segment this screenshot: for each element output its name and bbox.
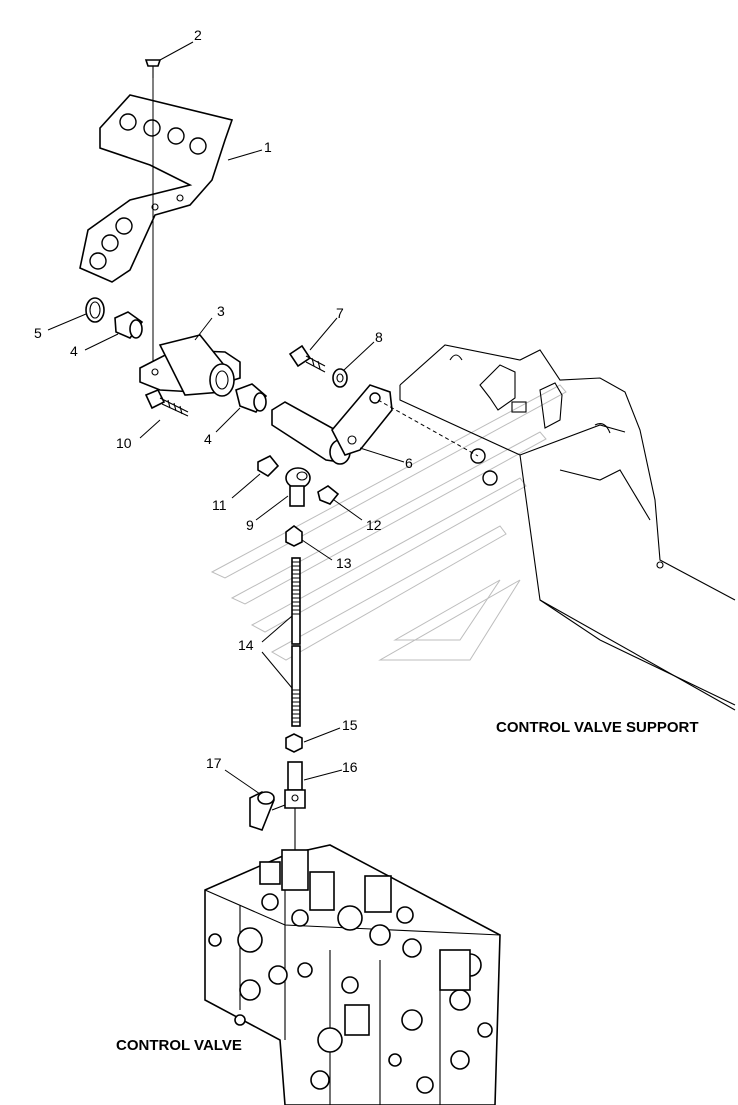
callout-5: 5 xyxy=(34,325,42,341)
callout-2: 2 xyxy=(194,27,202,43)
callout-17: 17 xyxy=(206,755,222,771)
part-13-nut xyxy=(285,525,303,547)
callout-10: 10 xyxy=(116,435,132,451)
callout-16: 16 xyxy=(342,759,358,775)
part-7-bolt xyxy=(288,344,326,373)
watermark-logo xyxy=(210,384,567,661)
caption-control-valve: CONTROL VALVE xyxy=(116,1037,242,1054)
part-11-bushing xyxy=(257,454,280,478)
part-4-bushing-lower xyxy=(235,383,268,413)
callout-14: 14 xyxy=(238,637,254,653)
callout-8: 8 xyxy=(375,329,383,345)
part-10-bolt xyxy=(144,388,189,417)
part-4-bushing-upper xyxy=(114,311,144,339)
callout-1: 1 xyxy=(264,139,272,155)
callout-11: 11 xyxy=(212,497,227,513)
callout-15: 15 xyxy=(342,717,358,733)
callout-4-upper: 4 xyxy=(70,343,78,359)
callout-4-lower: 4 xyxy=(204,431,212,447)
caption-control-valve-support: CONTROL VALVE SUPPORT xyxy=(496,719,699,736)
control-valve-support xyxy=(399,344,736,711)
callout-13: 13 xyxy=(336,555,352,571)
part-8-washer xyxy=(332,368,348,388)
callout-9: 9 xyxy=(246,517,254,533)
part-14-rod xyxy=(291,557,301,727)
part-15-nut xyxy=(285,733,303,753)
part-1-bracket xyxy=(79,94,234,283)
part-3-pivot xyxy=(139,334,241,397)
callout-6: 6 xyxy=(405,455,413,471)
part-2-screw xyxy=(144,59,162,78)
leader-lines xyxy=(47,41,405,795)
callout-12: 12 xyxy=(366,517,382,533)
part-5-ring xyxy=(85,297,105,323)
control-valve xyxy=(204,844,501,1105)
part-16-clevis xyxy=(284,761,306,852)
callout-3: 3 xyxy=(217,303,225,319)
callout-7: 7 xyxy=(336,305,344,321)
part-6-lever xyxy=(271,384,393,465)
part-12-nut xyxy=(317,485,340,505)
part-9-rod-end xyxy=(285,467,311,507)
part-17-clip xyxy=(249,791,286,831)
